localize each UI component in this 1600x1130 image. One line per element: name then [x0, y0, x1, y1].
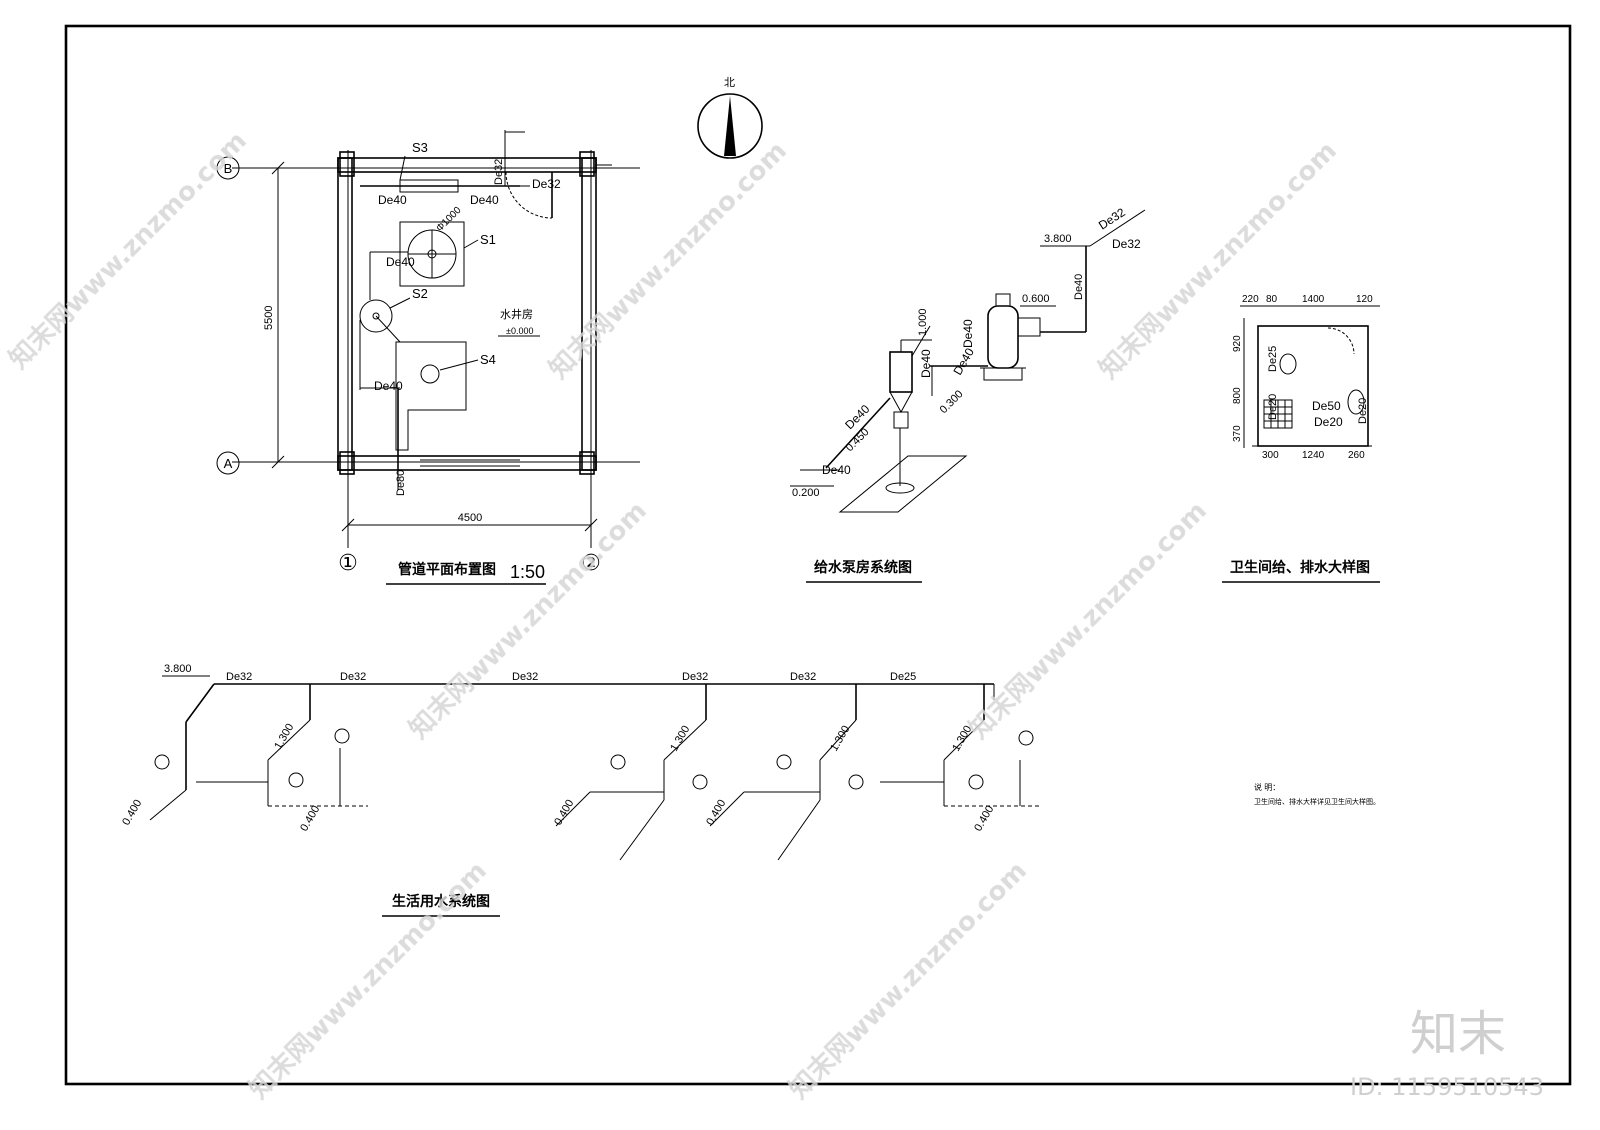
dom-main-de32-b: De32 — [340, 671, 366, 683]
plan-pipe-de40-c: De40 — [386, 255, 415, 269]
dom-main-de32-d: De32 — [682, 671, 708, 683]
pump-elev-0450: 0.450 — [844, 426, 872, 454]
plan-pipe-de40-d: De40 — [374, 379, 403, 393]
watermark-id: ID: 1159510543 — [1350, 1073, 1544, 1101]
dom-main-de25: De25 — [890, 671, 916, 683]
plan-label-s2: S2 — [412, 286, 428, 301]
plan-pipe-de40-b: De40 — [470, 193, 499, 207]
toilet-title: 卫生间给、排水大样图 — [1230, 559, 1370, 575]
pump-elev-0600: 0.600 — [1022, 293, 1050, 305]
toilet-dim-1400: 1400 — [1302, 294, 1325, 305]
toilet-detail: 220 80 1400 120 920 800 370 300 1240 260… — [1222, 294, 1380, 583]
dom-main-de32-e: De32 — [790, 671, 816, 683]
pump-de40-b: De40 — [961, 319, 975, 348]
dom-elev-0400-b: 0.400 — [298, 804, 322, 834]
watermark-text-6: 知末网www.znzmo.com — [784, 856, 1033, 1105]
grid-label-2: ② — [581, 550, 601, 575]
dom-elev-1300-b: 1.300 — [668, 724, 692, 754]
toilet-pipe-de20-a: De20 — [1267, 394, 1279, 420]
dim-width: 4500 — [458, 512, 482, 524]
pump-de40-e: De40 — [842, 402, 872, 432]
dom-elev-0400-e: 0.400 — [972, 804, 996, 834]
notes-heading: 说 明： — [1254, 782, 1280, 792]
watermark-text-3: 知末网www.znzmo.com — [1094, 136, 1343, 385]
notes: 说 明： 卫生间给、排水大样详见卫生间大样图。 — [1254, 782, 1380, 806]
dom-title: 生活用水系统图 — [392, 893, 490, 909]
grid-label-1: ① — [338, 550, 358, 575]
pump-de40-f: De40 — [822, 463, 851, 477]
toilet-dim-920: 920 — [1232, 335, 1243, 352]
toilet-dim-80: 80 — [1266, 294, 1278, 305]
plan-tank-dia: Φ1000 — [434, 205, 463, 234]
toilet-dim-260: 260 — [1348, 450, 1365, 461]
brand-mark: 知末 ID: 1159510543 — [1350, 1006, 1544, 1101]
toilet-dim-800: 800 — [1232, 387, 1243, 404]
domestic-system: 3.800 De32 De32 De32 De32 De32 De25 1.30… — [120, 663, 1040, 917]
pipe-plan: B A ① ② 5500 4500 S3 De40 — [216, 130, 640, 585]
pump-elev-0300: 0.300 — [938, 388, 966, 416]
plan-room-name: 水井房 — [500, 307, 533, 321]
pump-de40-d: De40 — [919, 349, 933, 378]
pump-elev-3800: 3.800 — [1044, 233, 1072, 245]
watermark-layer: 知末网www.znzmo.com 知末网www.znzmo.com 知末网www… — [4, 126, 1343, 1105]
toilet-pipe-de20-b: De20 — [1314, 415, 1343, 429]
toilet-pipe-de20-c: De20 — [1357, 398, 1369, 424]
toilet-pipe-de25: De25 — [1267, 346, 1279, 372]
watermark-text-2: 知末网www.znzmo.com — [544, 136, 793, 385]
toilet-dim-300: 300 — [1262, 450, 1279, 461]
plan-label-s3: S3 — [412, 140, 428, 155]
plan-label-s1: S1 — [480, 232, 496, 247]
north-label: 北 — [724, 76, 735, 89]
dom-elev-0400-c: 0.400 — [552, 798, 576, 828]
watermark-text-5: 知末网www.znzmo.com — [964, 496, 1213, 745]
plan-pipe-de32-a: De32 — [493, 159, 505, 185]
toilet-dim-220: 220 — [1242, 294, 1259, 305]
toilet-dim-370: 370 — [1232, 425, 1243, 442]
toilet-dim-120: 120 — [1356, 294, 1373, 305]
north-arrow: 北 — [697, 76, 763, 159]
toilet-pipe-de50: De50 — [1312, 399, 1341, 413]
notes-body: 卫生间给、排水大样详见卫生间大样图。 — [1254, 797, 1380, 806]
dom-elev-1300-c: 1.300 — [828, 724, 852, 754]
dom-elev-0400-a: 0.400 — [120, 798, 144, 828]
plan-room-level: ±0.000 — [506, 326, 533, 336]
toilet-dim-1240: 1240 — [1302, 450, 1325, 461]
dom-elev-0400-d: 0.400 — [704, 798, 728, 828]
plan-label-s4: S4 — [480, 352, 496, 367]
grid-label-a: A — [224, 456, 233, 471]
pump-de40-c: De40 — [950, 345, 977, 377]
pump-system: 3.800 De32 De32 De40 0.600 De40 De40 0.3… — [790, 205, 1146, 583]
watermark-text-7: 知末网www.znzmo.com — [244, 856, 493, 1105]
dom-main-de32-a: De32 — [226, 671, 252, 683]
dom-elev-3800: 3.800 — [164, 663, 192, 675]
dom-main-de32-c: De32 — [512, 671, 538, 683]
watermark-text-1: 知末网www.znzmo.com — [4, 126, 253, 375]
plan-pipe-de32-b: De32 — [532, 177, 561, 191]
sheet-frame — [64, 24, 1572, 1086]
dim-height: 5500 — [263, 306, 275, 330]
watermark-text-4: 知末网www.znzmo.com — [404, 496, 653, 745]
pump-elev-1000: 1.000 — [917, 308, 929, 336]
plan-pipe-de80: De80 — [395, 470, 407, 496]
pump-title: 给水泵房系统图 — [814, 559, 912, 575]
plan-scale: 1:50 — [510, 562, 545, 582]
pump-elev-0200: 0.200 — [792, 487, 820, 499]
grid-label-b: B — [224, 161, 233, 176]
pump-de32-a: De32 — [1096, 205, 1128, 233]
plan-title: 管道平面布置图 — [398, 561, 496, 577]
pump-de32-b: De32 — [1112, 237, 1141, 251]
watermark-logo: 知末 — [1410, 1006, 1506, 1062]
plan-pipe-de40-a: De40 — [378, 193, 407, 207]
pump-de40-a: De40 — [1073, 274, 1085, 300]
